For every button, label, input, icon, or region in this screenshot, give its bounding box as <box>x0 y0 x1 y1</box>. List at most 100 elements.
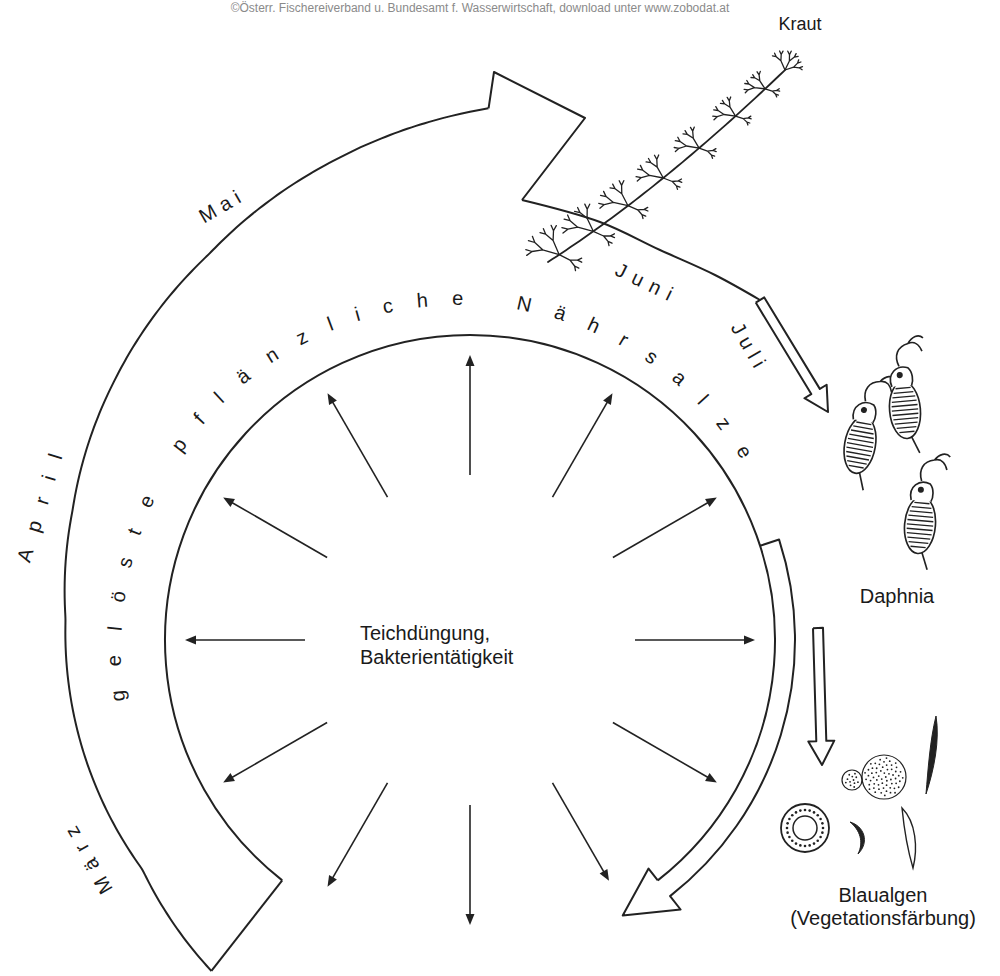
algae-dot <box>857 781 859 783</box>
algae-dot <box>813 842 816 845</box>
algae-sphere <box>842 770 862 790</box>
algae-dot <box>879 759 881 761</box>
algae-dot <box>878 784 880 786</box>
month-label-box: Juli <box>723 313 773 376</box>
circle-outline-arc <box>165 335 775 880</box>
algae-dot <box>870 763 872 765</box>
algae-dot <box>883 761 885 763</box>
arrowhead <box>223 773 235 782</box>
algae-dot <box>804 809 807 812</box>
arched-caption-path: gelöste pflänzliche Nährsalze <box>103 287 769 703</box>
radial-arrow <box>553 783 607 876</box>
arrowhead <box>705 498 717 507</box>
month-label-box: Juni <box>604 255 683 309</box>
algae-dot <box>894 787 896 789</box>
algae-dot <box>853 779 855 781</box>
algae-dot <box>786 831 789 834</box>
algae-dot <box>895 782 897 784</box>
algae-dot <box>851 776 853 778</box>
algae-dot <box>879 763 881 765</box>
daphnia-head <box>910 481 934 502</box>
algae-dot <box>849 781 851 783</box>
algae-dot <box>848 774 850 776</box>
algae-dot <box>881 782 883 784</box>
daphnia-hatching <box>905 502 935 548</box>
algae-dot <box>795 811 798 814</box>
organism-label-box: Daphnia <box>860 585 935 608</box>
plant-label-box: Kraut <box>778 14 821 35</box>
algae-dot <box>887 769 889 771</box>
algae-dot <box>888 773 890 775</box>
algae-dot <box>873 777 875 779</box>
daphnia-body <box>902 495 938 555</box>
algae-dot <box>871 772 873 774</box>
cycle-arrows <box>65 72 835 971</box>
plant-label: Kraut <box>778 14 821 35</box>
arrowhead <box>223 498 235 507</box>
daphnia-figure <box>837 371 896 493</box>
algae-dot <box>868 775 870 777</box>
daphnia-hatching <box>890 387 920 433</box>
daphnia-spine <box>921 553 929 570</box>
algae-dot <box>889 760 891 762</box>
algae-dot <box>898 786 900 788</box>
weed-stem <box>548 70 785 262</box>
algae-dot <box>865 778 867 780</box>
algae-dot <box>821 822 824 825</box>
month-label: Juli <box>726 318 773 376</box>
algae-dot <box>816 814 819 817</box>
daphnia-hatching <box>843 421 877 469</box>
algae-dot <box>895 771 897 773</box>
algae-dot <box>854 773 856 775</box>
band-tail <box>211 880 282 971</box>
algae-dot <box>791 839 794 842</box>
algae-dot <box>850 784 852 786</box>
algae-dot <box>889 787 891 789</box>
organism-label-box: Blaualgen (Vegetationsfärbung) <box>772 884 994 930</box>
algae-dot <box>878 788 880 790</box>
radial-arrow <box>331 398 388 497</box>
algae-dot <box>891 768 893 770</box>
watermark: ©Österr. Fischereiverband u. Bundesamt f… <box>231 1 730 16</box>
algae-dot <box>891 764 893 766</box>
arrowhead <box>466 914 475 925</box>
algae-dot <box>900 771 902 773</box>
algae-crescent <box>850 822 864 854</box>
algae-dot <box>878 775 880 777</box>
month-label: März <box>55 813 117 898</box>
algae-dot <box>890 792 892 794</box>
algae-dot <box>874 791 876 793</box>
algae-dot <box>822 827 825 830</box>
algae-dot <box>902 777 904 779</box>
radial-arrow <box>613 501 712 558</box>
algae-dot <box>894 792 896 794</box>
hollow-arrow <box>808 628 834 765</box>
algae-dot <box>886 757 888 759</box>
algae-dot <box>896 766 898 768</box>
algae-dot <box>855 776 857 778</box>
daphnia-body <box>887 380 923 440</box>
algae-dot <box>819 818 822 821</box>
algae-dot <box>854 782 856 784</box>
node-text: Teichdüngung, Bakterientätigkeit <box>360 621 560 669</box>
algae-dot <box>886 784 888 786</box>
month-label-box: April <box>7 434 72 582</box>
center-circle: Teichdüngung, Bakterientätigkeit <box>165 335 775 945</box>
daphnia-drawing <box>837 335 950 570</box>
algae-dot <box>847 778 849 780</box>
algae-dot <box>788 818 791 821</box>
daphnia-body <box>840 414 880 476</box>
arrowhead <box>328 393 337 405</box>
arrowhead <box>185 636 196 645</box>
algae-dot <box>816 839 819 842</box>
algae-dot <box>808 844 811 847</box>
arrowhead <box>603 393 612 405</box>
radial-arrows <box>185 355 755 925</box>
daphnia-eye <box>861 407 866 412</box>
daphnia-antenna <box>920 452 950 483</box>
weed-leaves <box>526 51 803 271</box>
algae-dot <box>870 780 872 782</box>
algae-dot <box>890 779 892 781</box>
daphnia-spine <box>857 473 866 490</box>
